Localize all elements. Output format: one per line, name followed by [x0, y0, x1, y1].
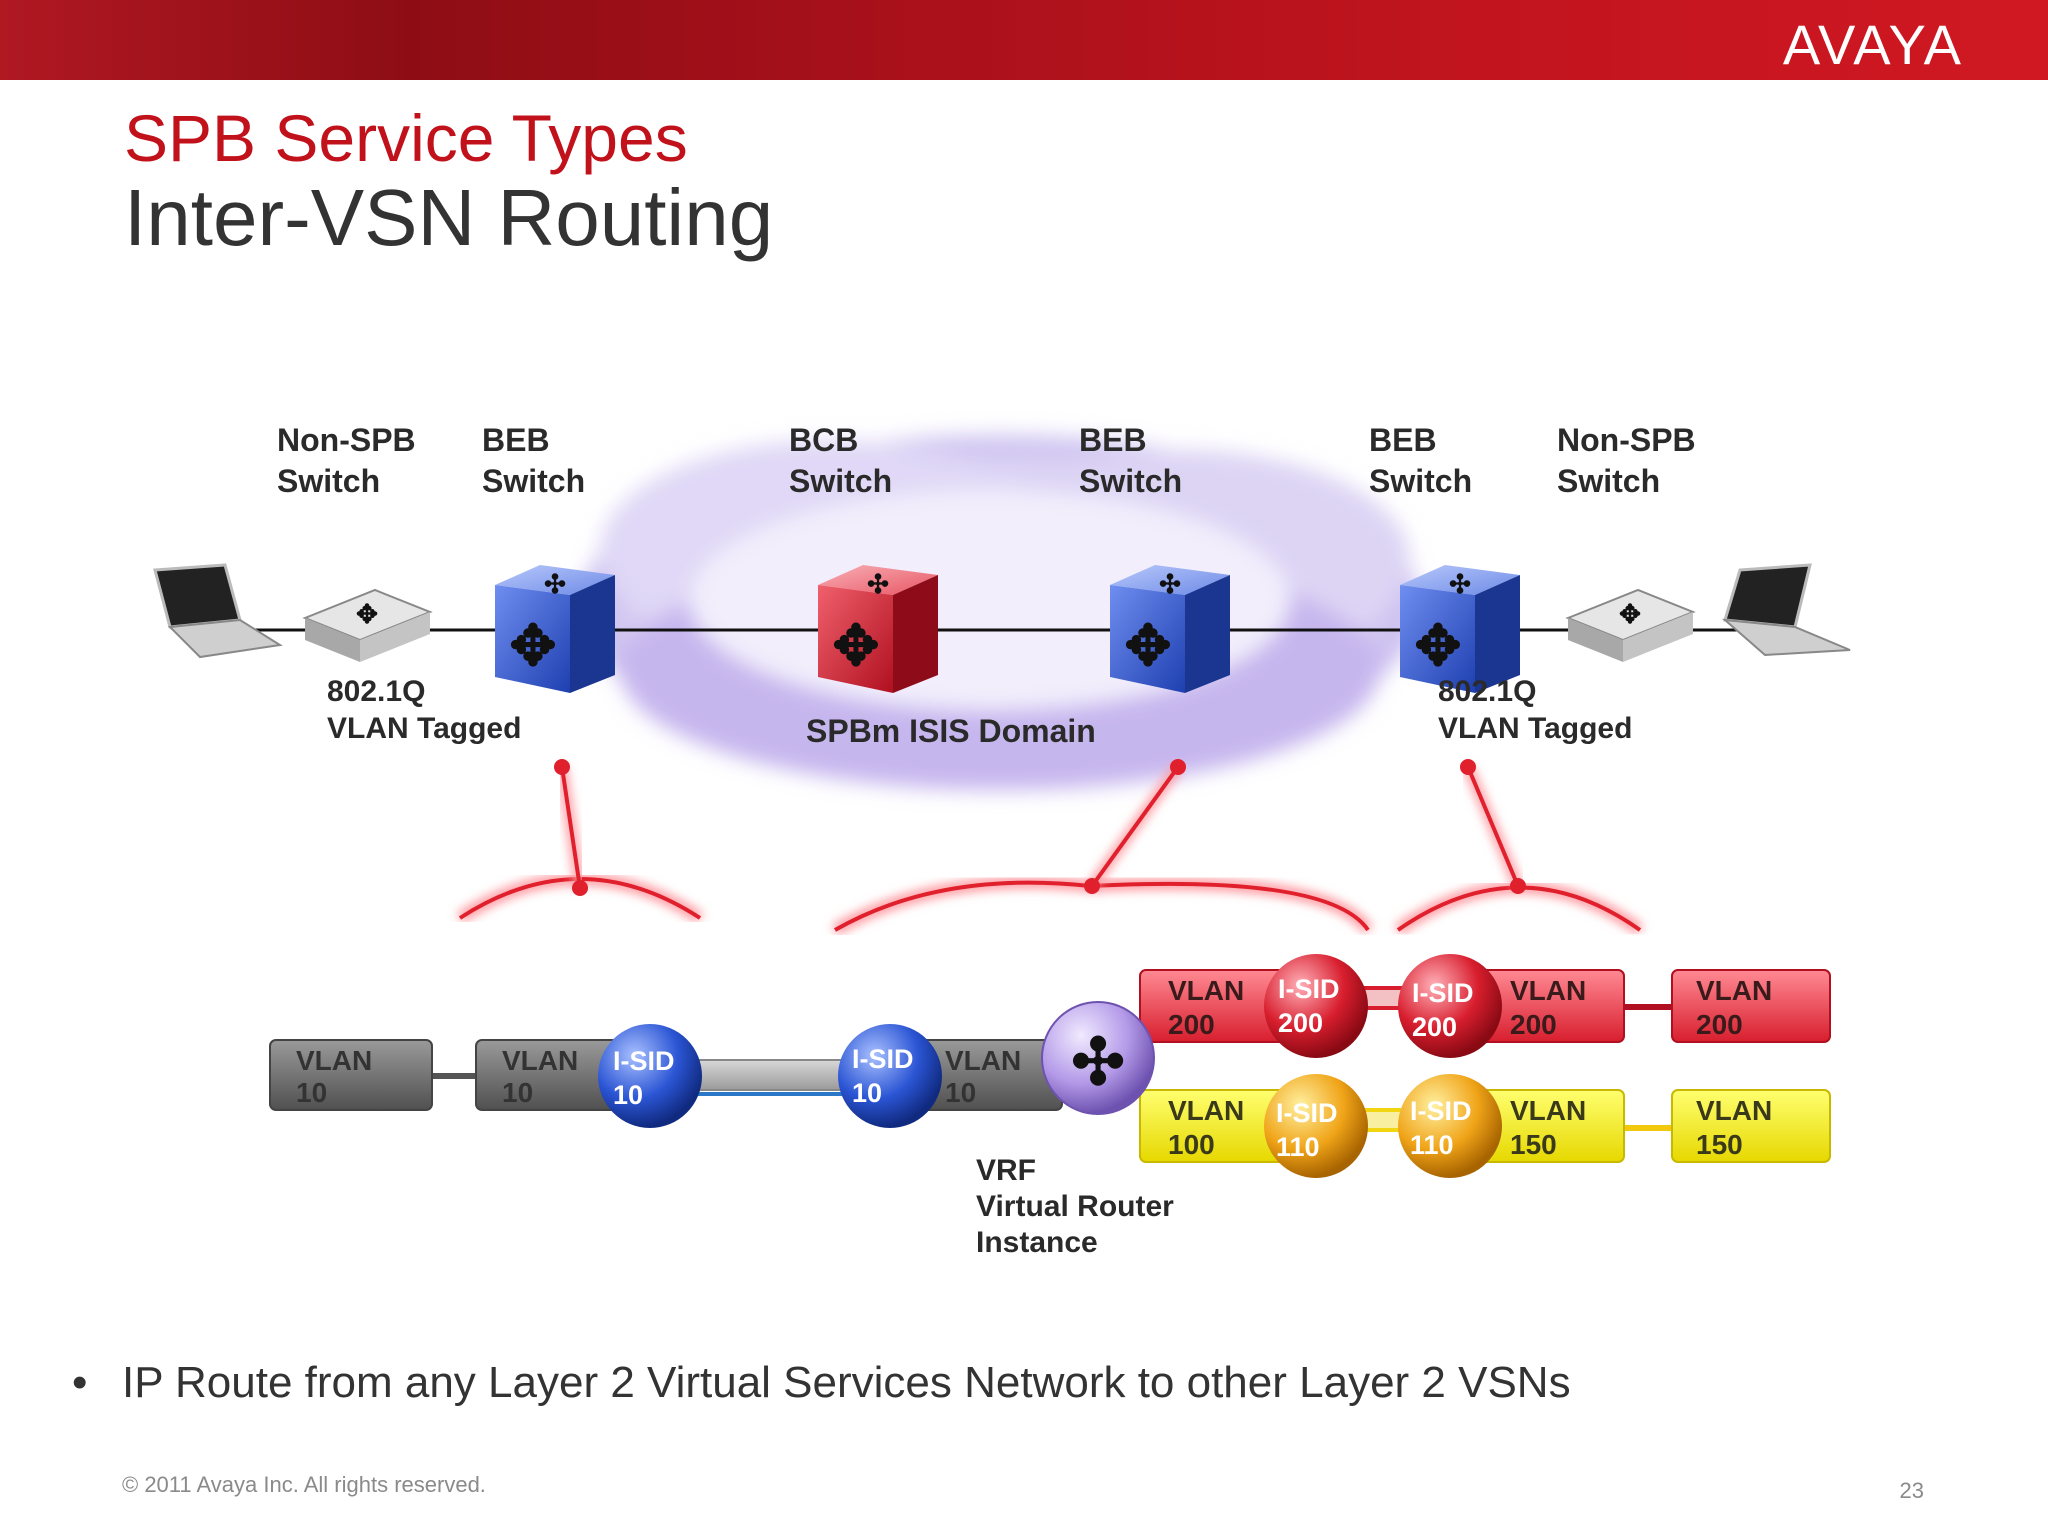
svg-text:✥: ✥ — [1125, 614, 1172, 677]
svg-text:✣: ✣ — [1159, 569, 1181, 599]
svg-text:✥: ✥ — [356, 599, 378, 629]
callout-right — [1394, 759, 1644, 935]
isid200-ball-right: I-SID 200 — [1398, 954, 1502, 1058]
label-spbm-domain: SPBm ISIS Domain — [806, 713, 1096, 749]
isid-label: I-SID — [852, 1044, 914, 1074]
isid-number: 110 — [1410, 1130, 1454, 1160]
network-diagram: ✥ ✥ ✥ ✣ ✥ ✣ ✥ ✣ — [0, 400, 2048, 1280]
vrf-router-icon: ✣ — [1041, 1001, 1155, 1115]
vlan-label: VLAN — [296, 1045, 372, 1076]
vlan-number: 150 — [1510, 1129, 1557, 1160]
callout-center — [832, 759, 1373, 936]
isid110-ball-left: I-SID 110 — [1264, 1074, 1368, 1178]
vlan-label: VLAN — [1168, 1095, 1244, 1126]
vlan10-box-left: VLAN 10 — [269, 1039, 433, 1111]
non-spb-switch-left-icon: ✥ — [302, 588, 433, 662]
copyright: © 2011 Avaya Inc. All rights reserved. — [122, 1472, 486, 1497]
vlan200-box-beb-right: VLAN 200 — [1479, 969, 1625, 1043]
vlan-label: VLAN — [1510, 975, 1586, 1006]
vlan200-box-vrf: VLAN 200 — [1139, 969, 1291, 1043]
vlan-number: 150 — [1696, 1129, 1743, 1160]
isid-number: 200 — [1278, 1008, 1323, 1038]
isid10-ball-left: I-SID 10 — [598, 1024, 702, 1128]
isid-label: I-SID — [1410, 1096, 1472, 1126]
slide-title: SPB Service Types — [124, 101, 688, 175]
isid10-ball-right: I-SID 10 — [838, 1024, 942, 1128]
vlan-label: VLAN — [1510, 1095, 1586, 1126]
vlan-label: VLAN — [502, 1045, 578, 1076]
slide-subtitle: Inter-VSN Routing — [124, 173, 774, 262]
svg-text:✣: ✣ — [1071, 1026, 1125, 1098]
isid110-ball-right: I-SID 110 — [1398, 1074, 1502, 1178]
non-spb-switch-right-icon: ✥ — [1565, 588, 1696, 662]
svg-text:✣: ✣ — [544, 569, 566, 599]
spbm-cloud — [580, 435, 1420, 790]
svg-text:✣: ✣ — [1449, 569, 1471, 599]
beb-switch-right-icon: ✥ ✣ — [1400, 565, 1520, 693]
beb-switch-left-icon: ✥ ✣ — [495, 565, 615, 693]
page-number: 23 — [1899, 1478, 1924, 1503]
bcb-switch-icon: ✥ ✣ — [818, 565, 938, 693]
vlan-number: 200 — [1510, 1009, 1557, 1040]
vlan-label: VLAN — [1168, 975, 1244, 1006]
isid-label: I-SID — [613, 1046, 675, 1076]
vlan10-box-beb-left: VLAN 10 — [475, 1039, 637, 1111]
bullet-text: IP Route from any Layer 2 Virtual Servic… — [122, 1358, 1571, 1407]
laptop-left-icon — [153, 563, 283, 659]
isid200-ball-left: I-SID 200 — [1264, 954, 1368, 1058]
callout-left — [456, 759, 704, 924]
svg-text:✥: ✥ — [1415, 614, 1462, 677]
isid-number: 110 — [1276, 1132, 1320, 1162]
vlan-number: 100 — [1168, 1129, 1215, 1160]
vlan-label: VLAN — [945, 1045, 1021, 1076]
isid-label: I-SID — [1276, 1098, 1338, 1128]
svg-text:✥: ✥ — [1619, 599, 1641, 629]
isid-number: 10 — [613, 1080, 643, 1110]
vlan10-box-beb-center: VLAN 10 — [911, 1039, 1063, 1111]
vlan200-box-non-spb: VLAN 200 — [1671, 969, 1831, 1043]
vlan-number: 10 — [502, 1077, 533, 1108]
vlan-label: VLAN — [1696, 1095, 1772, 1126]
spb-tunnel-10 — [689, 1059, 861, 1091]
beb-switch-center-icon: ✥ ✣ — [1110, 565, 1230, 693]
vlan-number: 200 — [1696, 1009, 1743, 1040]
svg-text:✣: ✣ — [867, 569, 889, 599]
svg-text:✥: ✥ — [833, 614, 880, 677]
vlan-number: 200 — [1168, 1009, 1215, 1040]
vlan150-box-non-spb: VLAN 150 — [1671, 1089, 1831, 1163]
vlan150-box-beb-right: VLAN 150 — [1479, 1089, 1625, 1163]
header-bar: AVAYA — [0, 0, 2048, 80]
bullet-point: •IP Route from any Layer 2 Virtual Servi… — [72, 1358, 1571, 1407]
vlan-number: 10 — [945, 1077, 976, 1108]
svg-text:✥: ✥ — [510, 614, 557, 677]
vlan100-box-vrf: VLAN 100 — [1139, 1089, 1291, 1163]
laptop-right-icon — [1721, 563, 1851, 657]
vlan-number: 10 — [296, 1077, 327, 1108]
isid-number: 200 — [1412, 1012, 1457, 1042]
isid-label: I-SID — [1412, 978, 1474, 1008]
vlan-label: VLAN — [1696, 975, 1772, 1006]
avaya-logo: AVAYA — [1782, 13, 1963, 76]
isid-number: 10 — [852, 1078, 882, 1108]
isid-label: I-SID — [1278, 974, 1340, 1004]
